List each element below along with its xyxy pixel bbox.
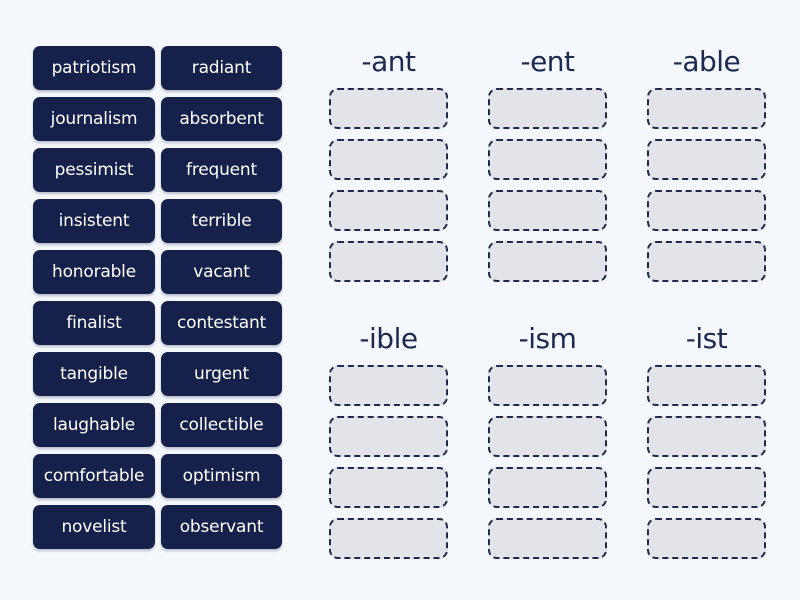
word-tile[interactable]: honorable: [33, 250, 155, 294]
category-group: -ism: [488, 315, 607, 559]
category-group: -ist: [647, 315, 766, 559]
drop-slot[interactable]: [488, 416, 607, 457]
category-group: -able: [647, 38, 766, 282]
drop-slot[interactable]: [329, 416, 448, 457]
drop-slot[interactable]: [488, 139, 607, 180]
drop-slot[interactable]: [329, 190, 448, 231]
drop-slot[interactable]: [329, 88, 448, 129]
word-tile[interactable]: laughable: [33, 403, 155, 447]
category-group: -ible: [329, 315, 448, 559]
word-tile[interactable]: observant: [161, 505, 282, 549]
word-tile[interactable]: contestant: [161, 301, 282, 345]
category-group: -ent: [488, 38, 607, 282]
word-tile[interactable]: radiant: [161, 46, 282, 90]
word-tile[interactable]: terrible: [161, 199, 282, 243]
drop-slot[interactable]: [647, 88, 766, 129]
category-label: -ent: [520, 44, 575, 78]
drop-slot[interactable]: [329, 241, 448, 282]
drop-slot[interactable]: [647, 467, 766, 508]
drop-slot[interactable]: [647, 518, 766, 559]
slot-list: [329, 365, 448, 559]
drop-slot[interactable]: [488, 88, 607, 129]
drop-slot[interactable]: [488, 365, 607, 406]
category-area: -ant -ent -able -ible -ism -ist: [329, 38, 766, 559]
word-tile[interactable]: frequent: [161, 148, 282, 192]
category-label: -ant: [361, 44, 417, 78]
drop-slot[interactable]: [329, 139, 448, 180]
drop-slot[interactable]: [329, 518, 448, 559]
drop-slot[interactable]: [488, 190, 607, 231]
word-tile[interactable]: absorbent: [161, 97, 282, 141]
category-label: -ible: [359, 321, 418, 355]
word-tile[interactable]: vacant: [161, 250, 282, 294]
slot-list: [329, 88, 448, 282]
word-tile[interactable]: urgent: [161, 352, 282, 396]
word-tile[interactable]: optimism: [161, 454, 282, 498]
word-tile[interactable]: pessimist: [33, 148, 155, 192]
drop-slot[interactable]: [647, 365, 766, 406]
slot-list: [488, 88, 607, 282]
word-tile[interactable]: tangible: [33, 352, 155, 396]
drop-slot[interactable]: [647, 241, 766, 282]
drop-slot[interactable]: [488, 518, 607, 559]
word-tile[interactable]: collectible: [161, 403, 282, 447]
drop-slot[interactable]: [647, 416, 766, 457]
drop-slot[interactable]: [488, 467, 607, 508]
word-tile[interactable]: patriotism: [33, 46, 155, 90]
drop-slot[interactable]: [647, 139, 766, 180]
slot-list: [647, 365, 766, 559]
drop-slot[interactable]: [329, 365, 448, 406]
drop-slot[interactable]: [488, 241, 607, 282]
word-tile[interactable]: novelist: [33, 505, 155, 549]
word-tile[interactable]: comfortable: [33, 454, 155, 498]
category-label: -able: [672, 44, 741, 78]
drop-slot[interactable]: [647, 190, 766, 231]
drop-slot[interactable]: [329, 467, 448, 508]
category-label: -ism: [518, 321, 577, 355]
word-tile[interactable]: insistent: [33, 199, 155, 243]
word-tile[interactable]: journalism: [33, 97, 155, 141]
category-label: -ist: [685, 321, 728, 355]
slot-list: [647, 88, 766, 282]
word-tile[interactable]: finalist: [33, 301, 155, 345]
slot-list: [488, 365, 607, 559]
category-group: -ant: [329, 38, 448, 282]
